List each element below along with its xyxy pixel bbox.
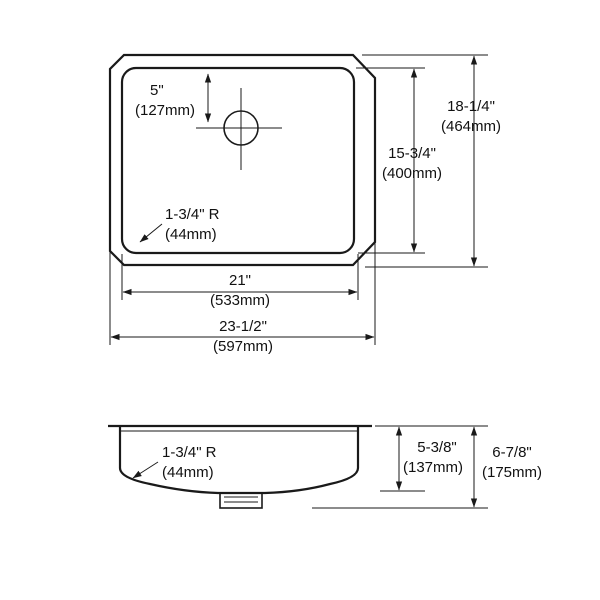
outer-width-metric: (597mm) bbox=[213, 338, 273, 355]
top-corner-radius-imperial: 1-3/4" R bbox=[165, 206, 220, 223]
top-view: 5" (127mm) 1-3/4" R (44mm) 21" (533mm) 2… bbox=[108, 53, 501, 355]
bowl-depth-metric: (137mm) bbox=[403, 459, 463, 476]
side-corner-radius-imperial: 1-3/4" R bbox=[162, 444, 217, 461]
overall-depth-metric: (175mm) bbox=[482, 464, 542, 481]
inner-width-metric: (533mm) bbox=[210, 292, 270, 309]
drain-offset-imperial: 5" bbox=[150, 82, 164, 99]
inner-length-metric: (400mm) bbox=[382, 165, 442, 182]
outer-length-metric: (464mm) bbox=[441, 118, 501, 135]
outer-width-imperial: 23-1/2" bbox=[219, 318, 267, 335]
top-corner-radius-leader bbox=[139, 223, 163, 243]
sink-inner-bowl bbox=[120, 66, 356, 255]
inner-length-imperial: 15-3/4" bbox=[388, 145, 436, 162]
top-corner-radius-metric: (44mm) bbox=[165, 226, 217, 243]
inner-width-imperial: 21" bbox=[229, 272, 251, 289]
sink-outer-flange bbox=[108, 53, 377, 267]
side-bowl-profile bbox=[118, 426, 360, 495]
bowl-depth-imperial: 5-3/8" bbox=[417, 439, 457, 456]
outer-length-imperial: 18-1/4" bbox=[447, 98, 495, 115]
overall-depth-imperial: 6-7/8" bbox=[492, 444, 532, 461]
side-corner-radius-metric: (44mm) bbox=[162, 464, 214, 481]
drain-offset-metric: (127mm) bbox=[135, 102, 195, 119]
side-drain-fitting bbox=[219, 492, 263, 509]
side-corner-radius-leader bbox=[132, 461, 159, 479]
side-view: 1-3/4" R (44mm) 5-3/8" (137mm) 6-7/8" (1… bbox=[108, 424, 542, 509]
